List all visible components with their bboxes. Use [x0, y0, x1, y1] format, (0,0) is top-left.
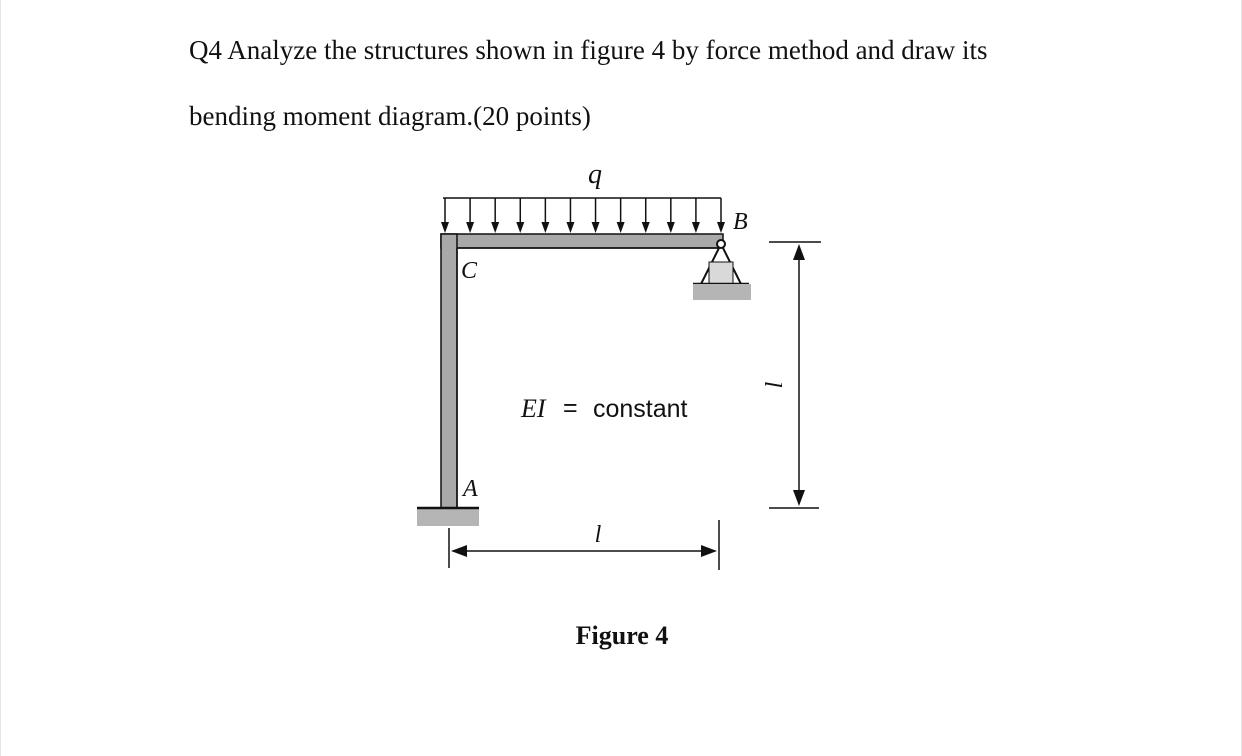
stiffness-symbol: EI — [520, 394, 547, 423]
frame-members — [440, 233, 724, 509]
question-line-1: Q4 Analyze the structures shown in figur… — [189, 35, 988, 65]
stiffness-note: EI = constant — [520, 394, 688, 423]
column-ac — [440, 233, 458, 509]
load-label-q: q — [588, 159, 602, 190]
load-arrow-head — [717, 222, 725, 233]
load-arrow-head — [491, 222, 500, 233]
node-label-c: C — [461, 258, 478, 284]
load-arrow-head — [616, 222, 625, 233]
vertical-dimension — [769, 241, 821, 509]
load-arrow-head — [441, 222, 449, 233]
distributed-load — [441, 197, 725, 233]
stiffness-equals: = — [563, 394, 578, 422]
load-arrow-head — [591, 222, 600, 233]
pin-support-b — [693, 239, 751, 300]
vertical-dimension-label: l — [762, 381, 788, 388]
fixed-support-a — [417, 506, 479, 526]
node-label-b: B — [733, 209, 748, 235]
node-label-a: A — [461, 476, 478, 502]
stiffness-value: constant — [593, 395, 688, 423]
load-arrow-head — [516, 222, 525, 233]
question-text: Q4 Analyze the structures shown in figur… — [189, 28, 1089, 160]
horizontal-dimension — [448, 520, 720, 570]
load-arrow-head — [466, 222, 475, 233]
horizontal-dimension-label: l — [595, 522, 602, 548]
load-arrow-head — [566, 222, 575, 233]
load-arrow-head — [666, 222, 675, 233]
load-arrow-head — [641, 222, 650, 233]
load-arrows — [441, 198, 725, 233]
load-arrow-head — [691, 222, 700, 233]
question-line-2: bending moment diagram.(20 points) — [189, 101, 591, 131]
beam-cb — [440, 233, 724, 249]
figure-caption: Figure 4 — [576, 621, 669, 650]
load-arrow-head — [541, 222, 550, 233]
